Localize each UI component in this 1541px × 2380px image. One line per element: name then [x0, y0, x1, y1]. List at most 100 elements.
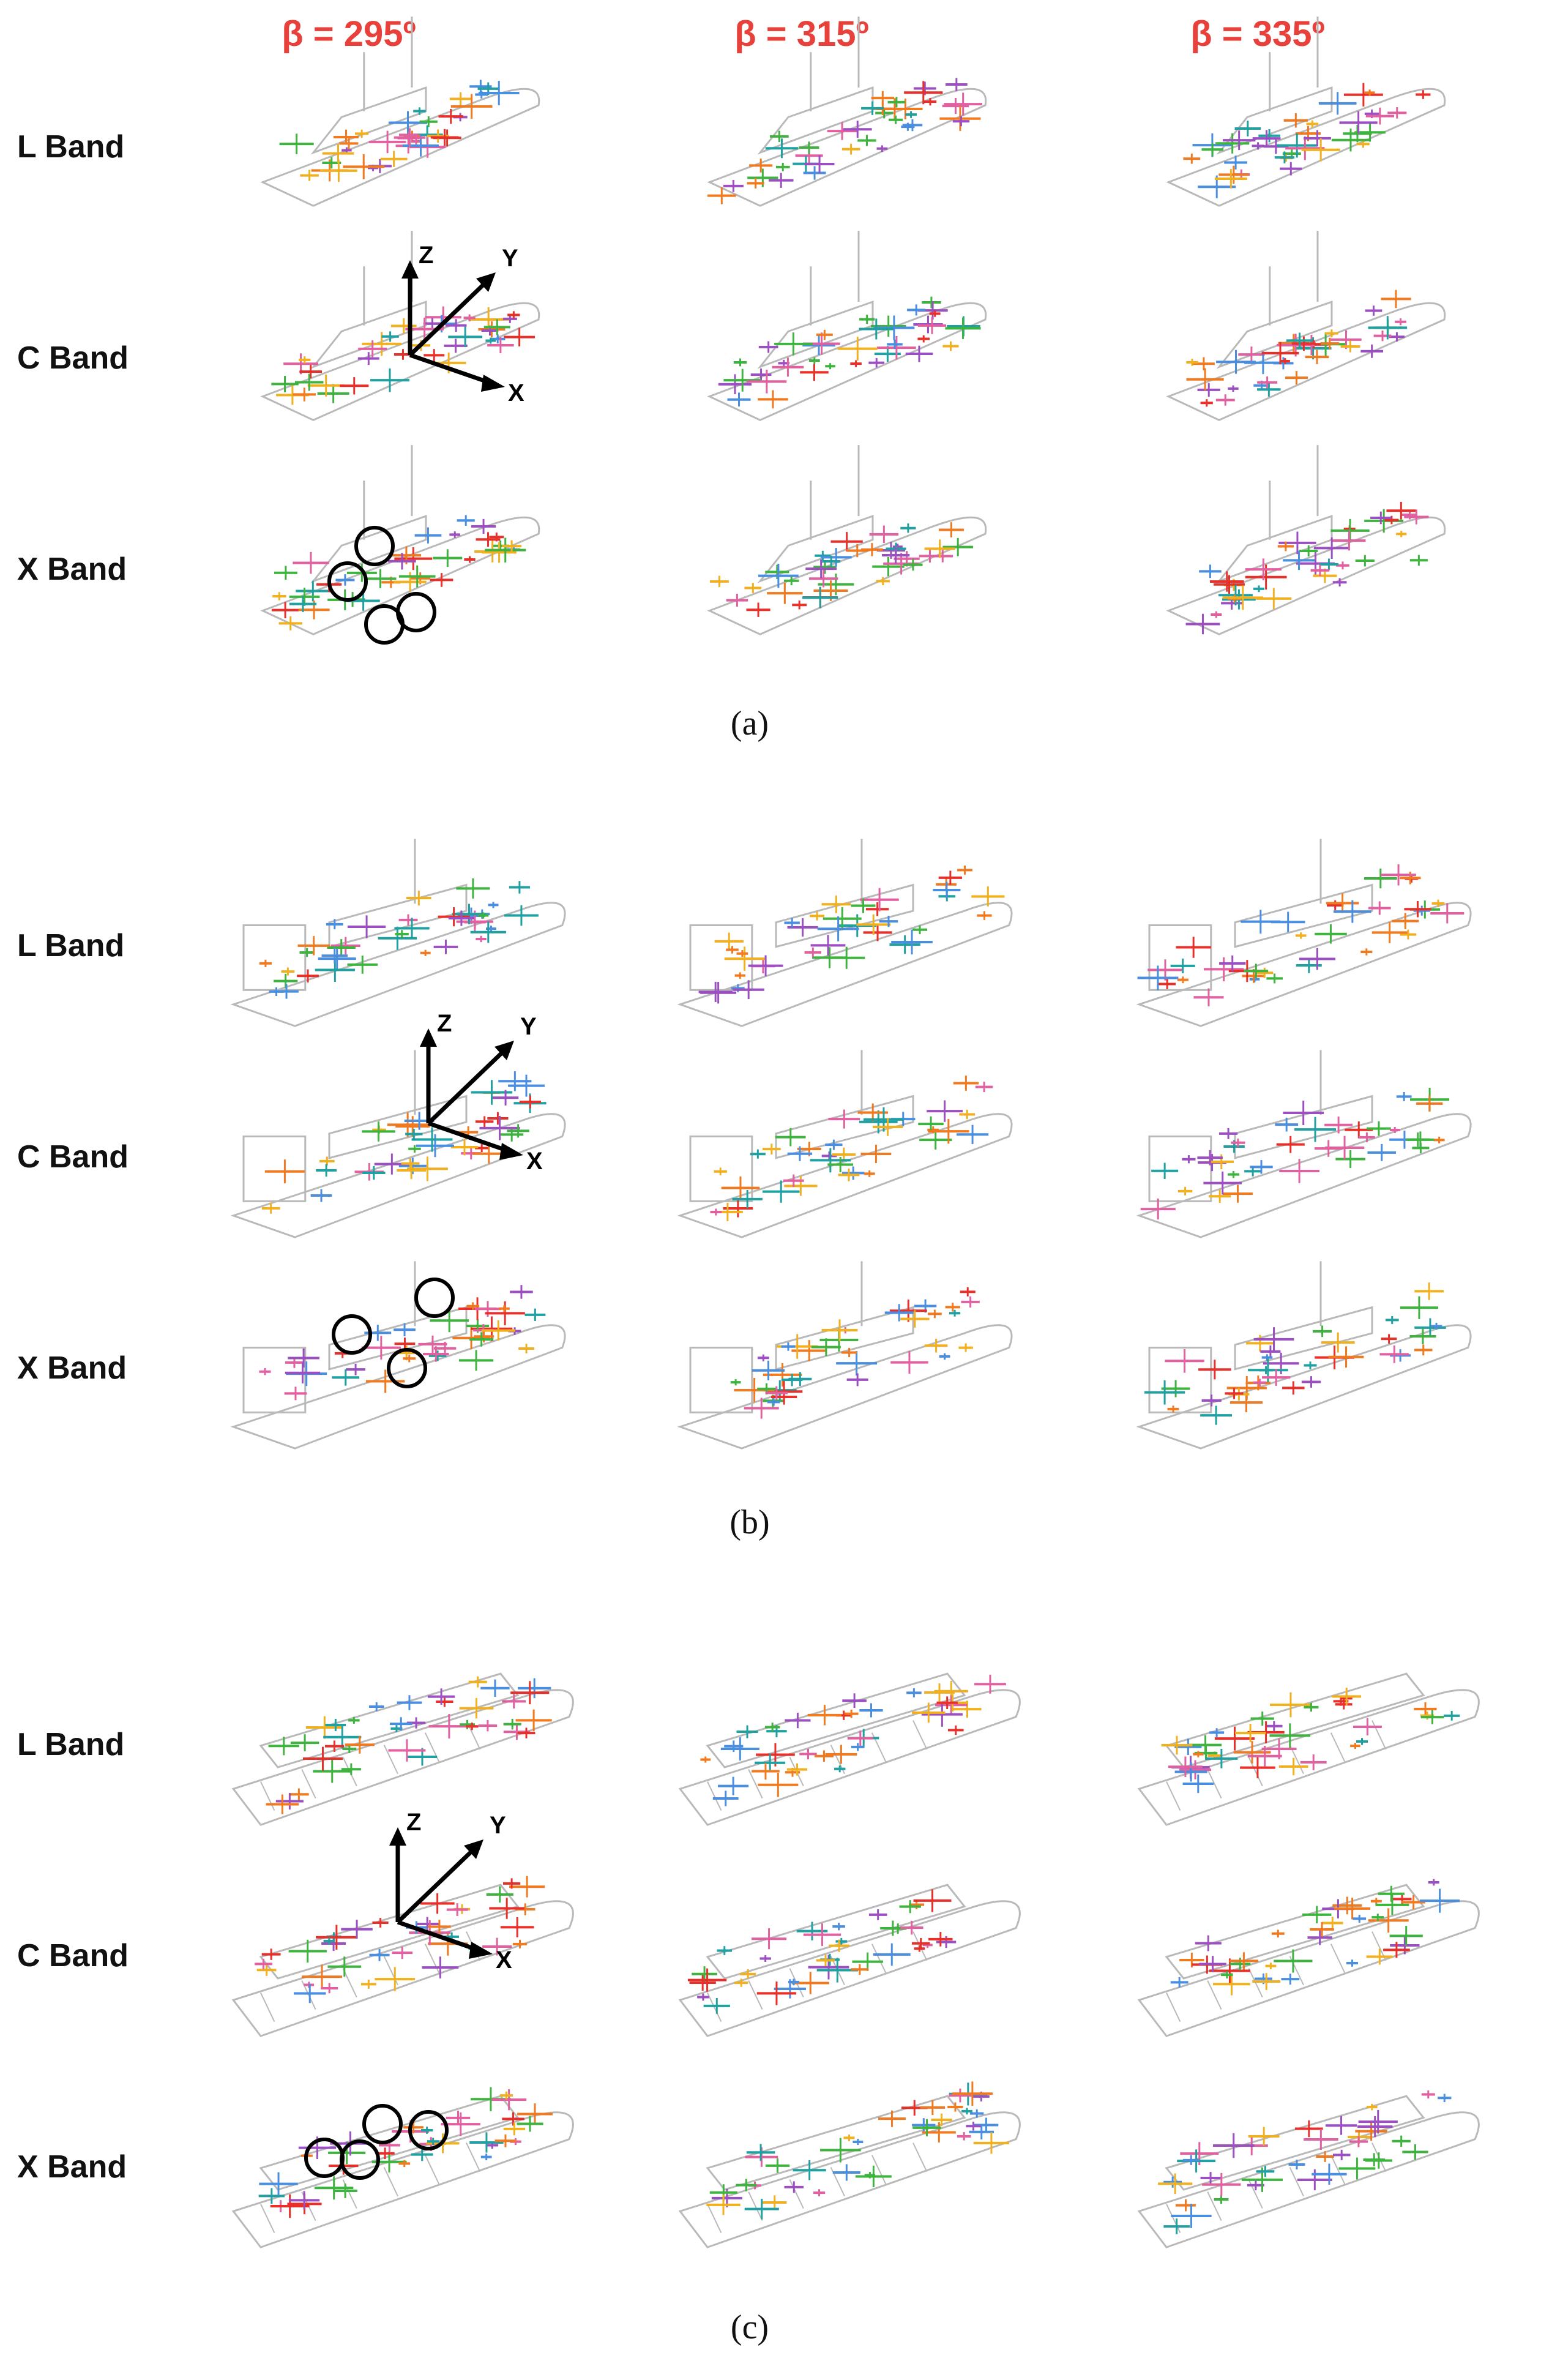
ship-deck-rib [1166, 1993, 1181, 2023]
ship-cell-panel1-row1-col2 [1136, 1050, 1472, 1238]
highlight-circle [364, 604, 405, 645]
y-axis-label: Y [502, 245, 518, 272]
ship-aft-frame [242, 924, 307, 991]
highlight-circle [340, 2139, 380, 2180]
highlight-circles-c [304, 2104, 449, 2180]
band-label-c-a: C Band [17, 340, 129, 376]
ship-cell-panel2-row1-col0 [231, 1876, 574, 2037]
ship-superstructure [1216, 514, 1333, 583]
highlight-circle [362, 2104, 403, 2144]
highlight-circle [408, 2110, 449, 2150]
ship-cell-panel1-row2-col0 [230, 1261, 566, 1450]
x-axis-arrowhead [469, 1942, 493, 1959]
ship-deck-rib [748, 1980, 763, 2010]
ship-deck-rib [912, 1720, 928, 1750]
ship-hull [230, 1324, 566, 1450]
ship-deck-rib [707, 1781, 722, 1811]
ship-cell-panel0-row2-col1 [707, 445, 987, 635]
column-header-beta-295: β = 295º [282, 14, 416, 54]
ship-cell-panel0-row0-col2 [1166, 17, 1446, 207]
ship-deck-rib [1248, 1757, 1263, 1787]
ship-cell-panel2-row0-col2 [1137, 1672, 1480, 1826]
ship-cell-panel1-row1-col0 [230, 1050, 566, 1238]
ship-deck-rib [1166, 1781, 1181, 1811]
ship-superstructure [775, 883, 914, 948]
x-axis-arrowhead [481, 375, 505, 392]
z-axis-arrowhead [389, 1827, 406, 1846]
ship-deck-rib [1166, 2204, 1181, 2234]
ship-deck-rib [260, 2204, 275, 2234]
ship-hull [707, 516, 987, 635]
caption-b: (b) [729, 1503, 770, 1541]
ship-superstructure [757, 86, 874, 155]
ship-hull [231, 1900, 574, 2037]
highlight-circles-a [327, 526, 436, 645]
ship-cell-panel0-row0-col0 [260, 17, 540, 207]
ship-deck-rib [383, 2167, 398, 2197]
band-label-x-c: X Band [17, 2149, 127, 2185]
ship-superstructure [775, 1306, 914, 1371]
ship-cell-panel0-row1-col1 [707, 231, 987, 421]
ship-deck-rib [260, 1781, 275, 1811]
z-axis-arrowhead [401, 260, 419, 279]
ship-hull [677, 1113, 1013, 1238]
ship-cell-panel0-row0-col1 [707, 17, 987, 207]
y-axis-arrowhead [476, 272, 496, 292]
ship-hull [1137, 2111, 1480, 2248]
ship-deck-rib [1289, 2167, 1304, 2197]
band-label-c-b: C Band [17, 1139, 129, 1175]
ship-upper-deck [706, 2095, 966, 2191]
ship-deck-rib [1371, 1720, 1387, 1750]
ship-cell-panel2-row2-col2 [1137, 2090, 1480, 2248]
band-label-l-b: L Band [17, 928, 125, 964]
band-label-l-c: L Band [17, 1727, 125, 1762]
ship-cell-panel2-row2-col0 [231, 2087, 574, 2248]
caption-c: (c) [730, 2308, 769, 2346]
highlight-circle [304, 2138, 345, 2178]
ship-cell-panel0-row2-col0 [260, 445, 540, 635]
ship-cell-panel0-row1-col2 [1166, 231, 1446, 421]
band-label-x-b: X Band [17, 1350, 127, 1386]
x-axis-label: X [526, 1148, 543, 1175]
ship-upper-deck [1165, 2095, 1425, 2191]
y-axis-arrow [396, 1850, 473, 1924]
ship-hull [678, 1900, 1021, 2037]
ship-cell-panel1-row2-col2 [1136, 1261, 1472, 1450]
ship-deck-rib [871, 1944, 887, 1974]
ship-cell-panel1-row1-col1 [677, 1050, 1013, 1238]
ship-deck-rib [748, 1769, 763, 1799]
ship-upper-deck [1165, 1672, 1425, 1768]
ship-hull [1137, 1689, 1480, 1826]
ship-deck-rib [1330, 2155, 1346, 2185]
ship-hull [260, 88, 540, 207]
x-axis-arrowhead [499, 1143, 523, 1160]
ship-hull [1166, 88, 1446, 207]
x-axis-label: X [508, 380, 524, 406]
ship-deck-rib [383, 1745, 398, 1775]
column-header-beta-315: β = 315º [734, 14, 869, 54]
ship-aft-frame [242, 1135, 307, 1202]
y-axis-arrow [408, 283, 485, 357]
ship-upper-deck [259, 2095, 520, 2191]
ship-deck-rib [1207, 1769, 1222, 1799]
column-header-beta-335: β = 335º [1190, 14, 1325, 54]
ship-hull [260, 302, 540, 421]
highlight-circle [332, 1314, 372, 1355]
ship-deck-rib [1207, 2191, 1222, 2221]
ship-superstructure [310, 514, 427, 583]
ship-hull [230, 1113, 566, 1238]
caption-a: (a) [730, 705, 769, 743]
ship-deck-rib [789, 2179, 804, 2209]
ship-deck-rib [871, 2155, 887, 2185]
ship-deck-rib [707, 2204, 722, 2234]
y-axis-arrowhead [464, 1839, 483, 1859]
ship-hull [678, 2111, 1021, 2248]
ship-hull [260, 516, 540, 635]
highlight-circle [414, 1278, 455, 1318]
ship-upper-deck [259, 1672, 520, 1768]
ship-upper-deck [706, 1672, 966, 1768]
y-axis-arrowhead [494, 1041, 514, 1060]
ship-superstructure [328, 883, 468, 948]
x-axis-arrow [409, 353, 491, 385]
